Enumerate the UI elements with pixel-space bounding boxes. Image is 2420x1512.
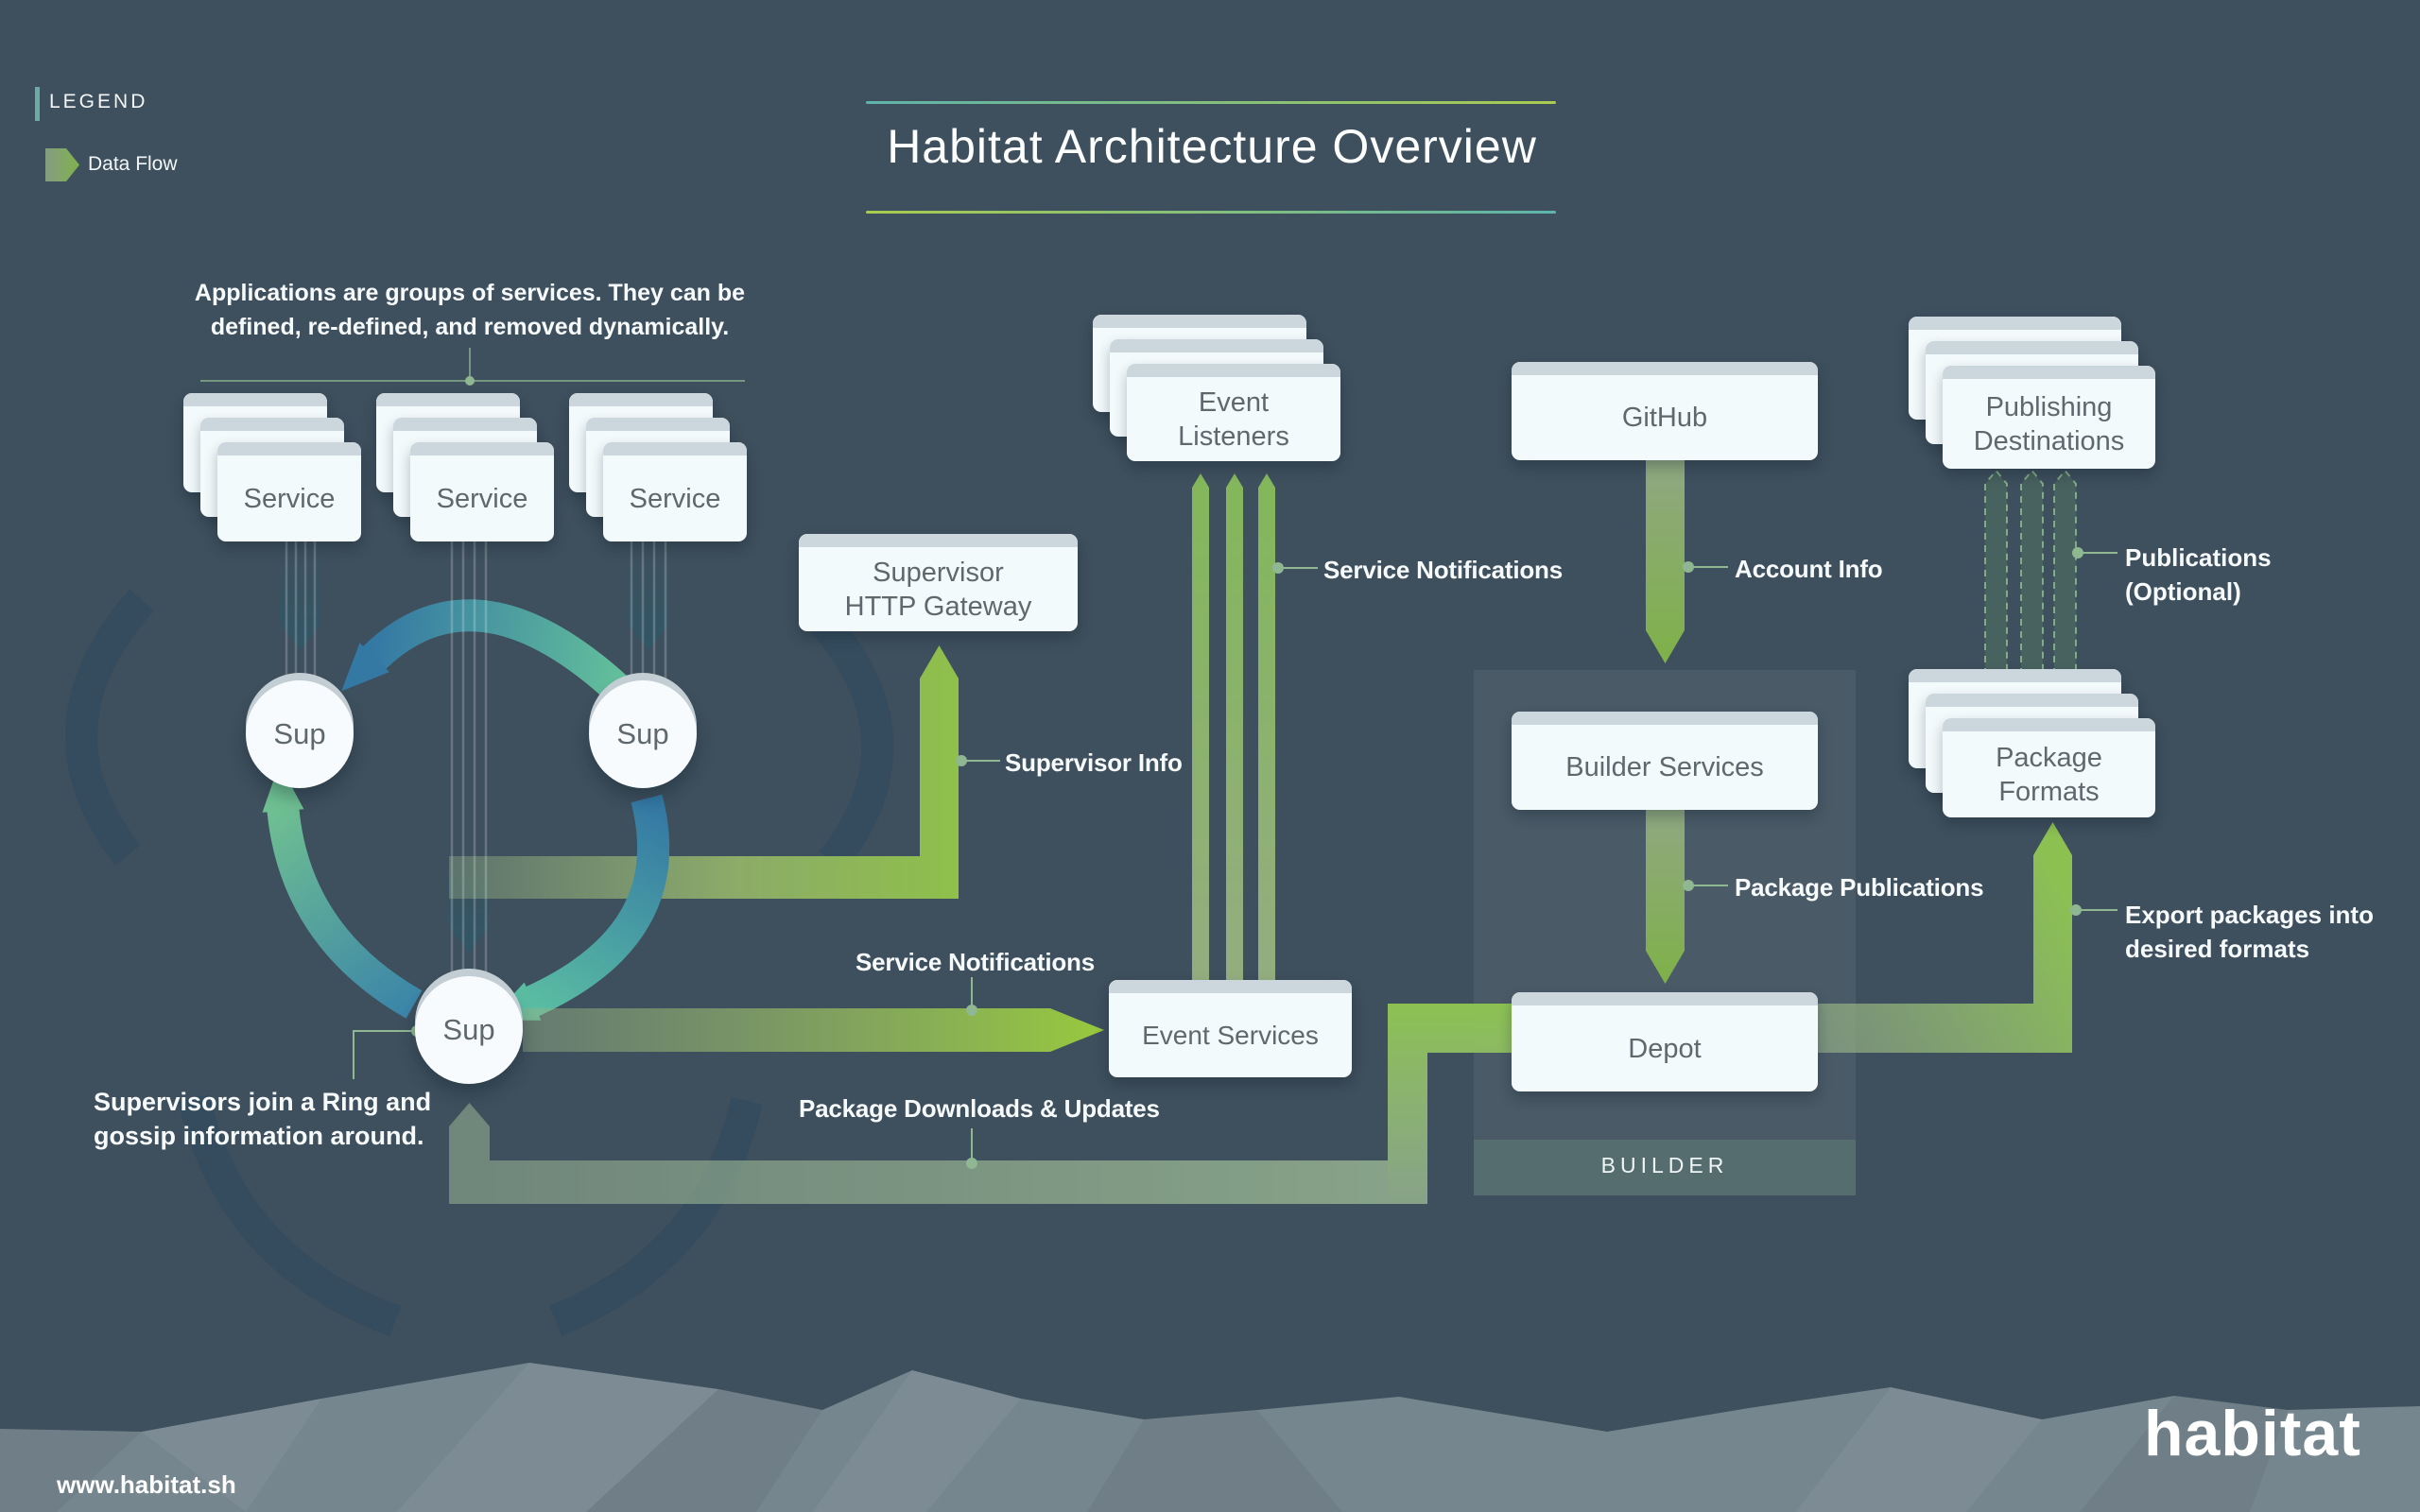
flow-export-band <box>1818 822 2072 1053</box>
ring-note: Supervisors join a Ring and gossip infor… <box>94 1088 432 1150</box>
node-event-services: Event Services <box>1109 980 1352 1077</box>
stack-service-3: Service <box>569 393 747 541</box>
applications-note: Applications are groups of services. The… <box>194 280 746 340</box>
legend-heading: LEGEND <box>49 91 148 112</box>
faint-ring-arcs <box>65 589 894 1336</box>
page-title: Habitat Architecture Overview <box>887 120 1537 173</box>
label-account-info: Account Info <box>1735 555 1883 583</box>
builder-zone-label: BUILDER <box>1600 1153 1729 1177</box>
node-github: GitHub <box>1512 362 1818 460</box>
data-flow-icon <box>45 148 79 181</box>
label-package-publications: Package Publications <box>1735 873 1984 902</box>
flow-service-notifications-band <box>523 1008 1104 1052</box>
node-depot: Depot <box>1512 992 1818 1091</box>
flow-package-downloads-band <box>449 1103 1388 1204</box>
service-group-lines <box>285 541 667 977</box>
legend-accent-bar <box>35 87 40 121</box>
builder-zone-strip <box>1474 1140 1856 1195</box>
mountains <box>0 1363 2420 1512</box>
label-service-notifications-left: Service Notifications <box>856 948 1095 976</box>
flow-depot-left-riser <box>1388 1004 1512 1204</box>
label-package-downloads: Package Downloads & Updates <box>799 1094 1160 1123</box>
label-service-notifications-right: Service Notifications <box>1323 556 1563 584</box>
title-rule-top <box>866 101 1556 104</box>
service-label: Service <box>436 483 528 514</box>
sup-node-left: Sup <box>246 680 354 788</box>
service-label: Service <box>629 483 721 514</box>
habitat-logo: habitat <box>2144 1398 2361 1469</box>
supervisor-ring-arcs <box>262 599 670 1021</box>
service-label: Service <box>243 483 336 514</box>
sup-node-bottom: Sup <box>415 976 523 1084</box>
stack-service-1: Service <box>183 393 361 541</box>
legend-data-flow-label: Data Flow <box>88 153 178 175</box>
arrow-github-builder <box>1646 460 1685 663</box>
node-builder-services: Builder Services <box>1512 712 1818 810</box>
site-url: www.habitat.sh <box>57 1470 236 1499</box>
label-publications-optional: Publications (Optional) <box>2125 543 2272 606</box>
label-supervisor-info: Supervisor Info <box>1005 748 1183 777</box>
arrows-event-notifications <box>1192 473 1275 983</box>
flow-supervisor-info-band <box>449 645 959 899</box>
label-export-packages: Export packages into desired formats <box>2125 901 2374 963</box>
title-rule-bottom <box>866 211 1556 214</box>
arrow-builder-depot <box>1646 810 1685 984</box>
sup-node-right: Sup <box>589 680 697 788</box>
stack-service-2: Service <box>376 393 554 541</box>
